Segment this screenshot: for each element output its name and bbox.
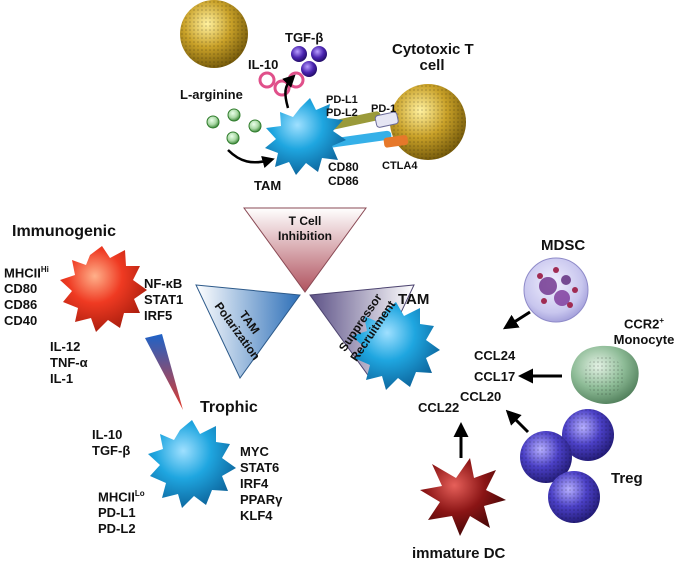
trophic-cytokines: IL-10 TGF-β <box>92 427 130 459</box>
cd80-cd86-label: CD80 CD86 <box>328 160 359 188</box>
ppar-gamma-label: PPARγ <box>240 492 283 507</box>
treg-label: Treg <box>611 470 643 487</box>
pd-1-label: PD-1 <box>371 103 397 115</box>
cytotoxic-t-cell-icon <box>390 84 466 160</box>
recruitment-arrows <box>453 310 562 458</box>
irf4-label: IRF4 <box>240 476 269 491</box>
polarization-gradient-wedge <box>145 334 183 410</box>
cytotoxic-t-cell-line2: cell <box>419 57 445 74</box>
ccr2-monocyte-cell-icon <box>570 345 639 404</box>
cd86-marker: CD86 <box>4 297 38 313</box>
monocyte-label: Monocyte <box>613 332 675 348</box>
tgf-beta-molecules-icon <box>291 46 327 77</box>
cd80-label: CD80 <box>328 160 359 174</box>
cytotoxic-t-cell-label: Cytotoxic T cell <box>392 41 474 74</box>
pd-l1-label: PD-L1 <box>326 94 358 106</box>
tam-polarization-triangle <box>195 284 301 379</box>
tam-top-label: TAM <box>254 178 282 193</box>
trophic-title: Trophic <box>200 399 258 416</box>
t-cell-inhibition-triangle <box>243 207 367 293</box>
trophic-markers: MHCIILo PD-L1 PD-L2 <box>98 486 145 537</box>
mdsc-label: MDSC <box>541 237 586 254</box>
immature-dc-label: immature DC <box>412 545 506 562</box>
l-arginine-label: L-arginine <box>180 87 243 102</box>
il10-label: IL-10 <box>248 57 279 72</box>
tcell-top-cell <box>180 0 248 68</box>
tgf-beta-trophic-label: TGF-β <box>92 443 131 458</box>
tnf-alpha-label: TNF-α <box>50 355 88 370</box>
ccl22-label: CCL22 <box>418 400 460 415</box>
immunogenic-macrophage-cell <box>60 246 147 332</box>
trophic-tfs: MYC STAT6 IRF4 PPARγ KLF4 <box>240 444 282 524</box>
cd40-marker: CD40 <box>4 313 38 329</box>
t-cell-inhibition-label: T Cell Inhibition <box>262 214 348 244</box>
l-arginine-uptake-arrow <box>227 149 275 169</box>
cytotoxic-t-cell-line1: Cytotoxic T <box>392 41 474 58</box>
t-cell-inhibition-line1: T Cell <box>288 214 322 228</box>
immunogenic-title: Immunogenic <box>12 223 117 240</box>
irf5-label: IRF5 <box>144 308 173 323</box>
mhcii-lo-label: MHCIILo <box>98 489 145 505</box>
ccr2-monocyte-label: CCR2+ Monocyte <box>606 313 682 348</box>
pd-l1-trophic-label: PD-L1 <box>98 505 136 521</box>
immunogenic-cytokines: IL-12 TNF-α IL-1 <box>50 339 88 387</box>
ctla4-label: CTLA4 <box>382 160 418 172</box>
il10-molecules-icon <box>258 71 305 97</box>
stat6-label: STAT6 <box>240 460 280 475</box>
mhcii-hi-label: MHCIIHi <box>4 265 49 281</box>
t-cell-inhibition-line2: Inhibition <box>278 229 332 243</box>
mdsc-cell-icon <box>523 257 589 323</box>
treg-cells-icon <box>520 409 614 523</box>
cd86-label: CD86 <box>328 174 359 188</box>
immature-dc-cell <box>420 458 506 536</box>
nfkb-label: NF-κB <box>144 276 183 291</box>
tgf-beta-label: TGF-β <box>285 30 324 45</box>
stat1-label: STAT1 <box>144 292 184 307</box>
pd-ligands-label: PD-L1 PD-L2 <box>326 94 358 120</box>
pd-l2-label: PD-L2 <box>326 107 358 119</box>
il1-label: IL-1 <box>50 371 74 386</box>
il12-label: IL-12 <box>50 339 81 354</box>
klf4-label: KLF4 <box>240 508 273 523</box>
cd80-marker: CD80 <box>4 281 38 297</box>
tam-right-cell <box>352 302 440 390</box>
myc-label: MYC <box>240 444 269 459</box>
ccl17-label: CCL17 <box>474 369 516 384</box>
il10-trophic-label: IL-10 <box>92 427 123 442</box>
tam-top-cell <box>265 98 346 175</box>
l-arginine-beads-icon <box>206 108 262 145</box>
pd-l2-trophic-label: PD-L2 <box>98 521 136 537</box>
immunogenic-markers: MHCIIHi CD80 CD86 CD40 <box>4 262 49 329</box>
tam-secretion-arrow <box>282 74 296 109</box>
ccl20-label: CCL20 <box>460 389 502 404</box>
immunogenic-tfs: NF-κB STAT1 IRF5 <box>144 276 183 324</box>
ccl24-label: CCL24 <box>474 348 516 363</box>
tam-right-label: TAM <box>398 291 430 308</box>
trophic-macrophage-cell <box>148 420 236 508</box>
ccr2-label: CCR2+ <box>623 316 665 332</box>
